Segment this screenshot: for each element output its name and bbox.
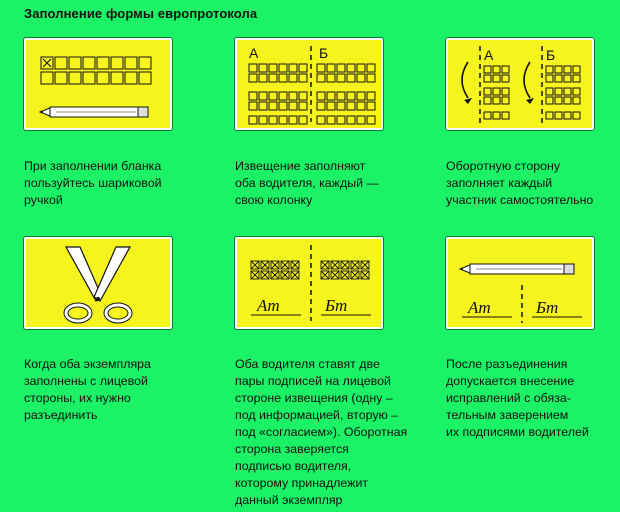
pen-icon xyxy=(38,106,149,118)
step-caption-1: При заполнении бланка пользуйтесь шарико… xyxy=(24,159,162,207)
signature-b: Бт xyxy=(324,296,347,315)
scissors-icon xyxy=(63,246,133,324)
page-title: Заполнение формы европротокола xyxy=(24,6,258,21)
card-reverse-side: А Б xyxy=(446,38,594,130)
pen-and-grid-icon xyxy=(38,56,152,118)
step-caption-4: Когда оба экземпляра заполнены с лицевой… xyxy=(24,357,151,422)
column-label-a: А xyxy=(249,45,259,61)
signature-b: Бт xyxy=(535,298,558,317)
signature-a: Ат xyxy=(467,298,491,317)
step-caption-6: После разъединения допускается внесение … xyxy=(446,357,589,439)
step-caption-2: Извещение заполняют оба водителя, каждый… xyxy=(235,159,379,207)
signature-a: Ат xyxy=(256,296,280,315)
card-signatures: Ат Бт xyxy=(235,237,383,329)
column-label-b: Б xyxy=(319,45,328,61)
card-corrections: Ат Бт xyxy=(446,237,594,329)
card-two-columns: А Б xyxy=(235,38,383,130)
arrow-icon xyxy=(461,61,531,99)
step-caption-5: Оба водителя ставят две пары подписей на… xyxy=(235,357,408,507)
column-label-b: Б xyxy=(546,47,555,63)
pen-signatures-icon: Ат Бт xyxy=(458,263,582,323)
two-columns-icon: А Б xyxy=(248,45,376,125)
signatures-icon: Ат Бт xyxy=(250,245,371,321)
reverse-side-icon: А Б xyxy=(461,46,581,124)
card-pen-instruction xyxy=(24,38,172,130)
step-caption-3: Оборотную сторону заполняет каждый участ… xyxy=(446,159,594,207)
card-scissors xyxy=(24,237,172,329)
pen-icon xyxy=(458,263,575,275)
column-label-a: А xyxy=(484,47,494,63)
